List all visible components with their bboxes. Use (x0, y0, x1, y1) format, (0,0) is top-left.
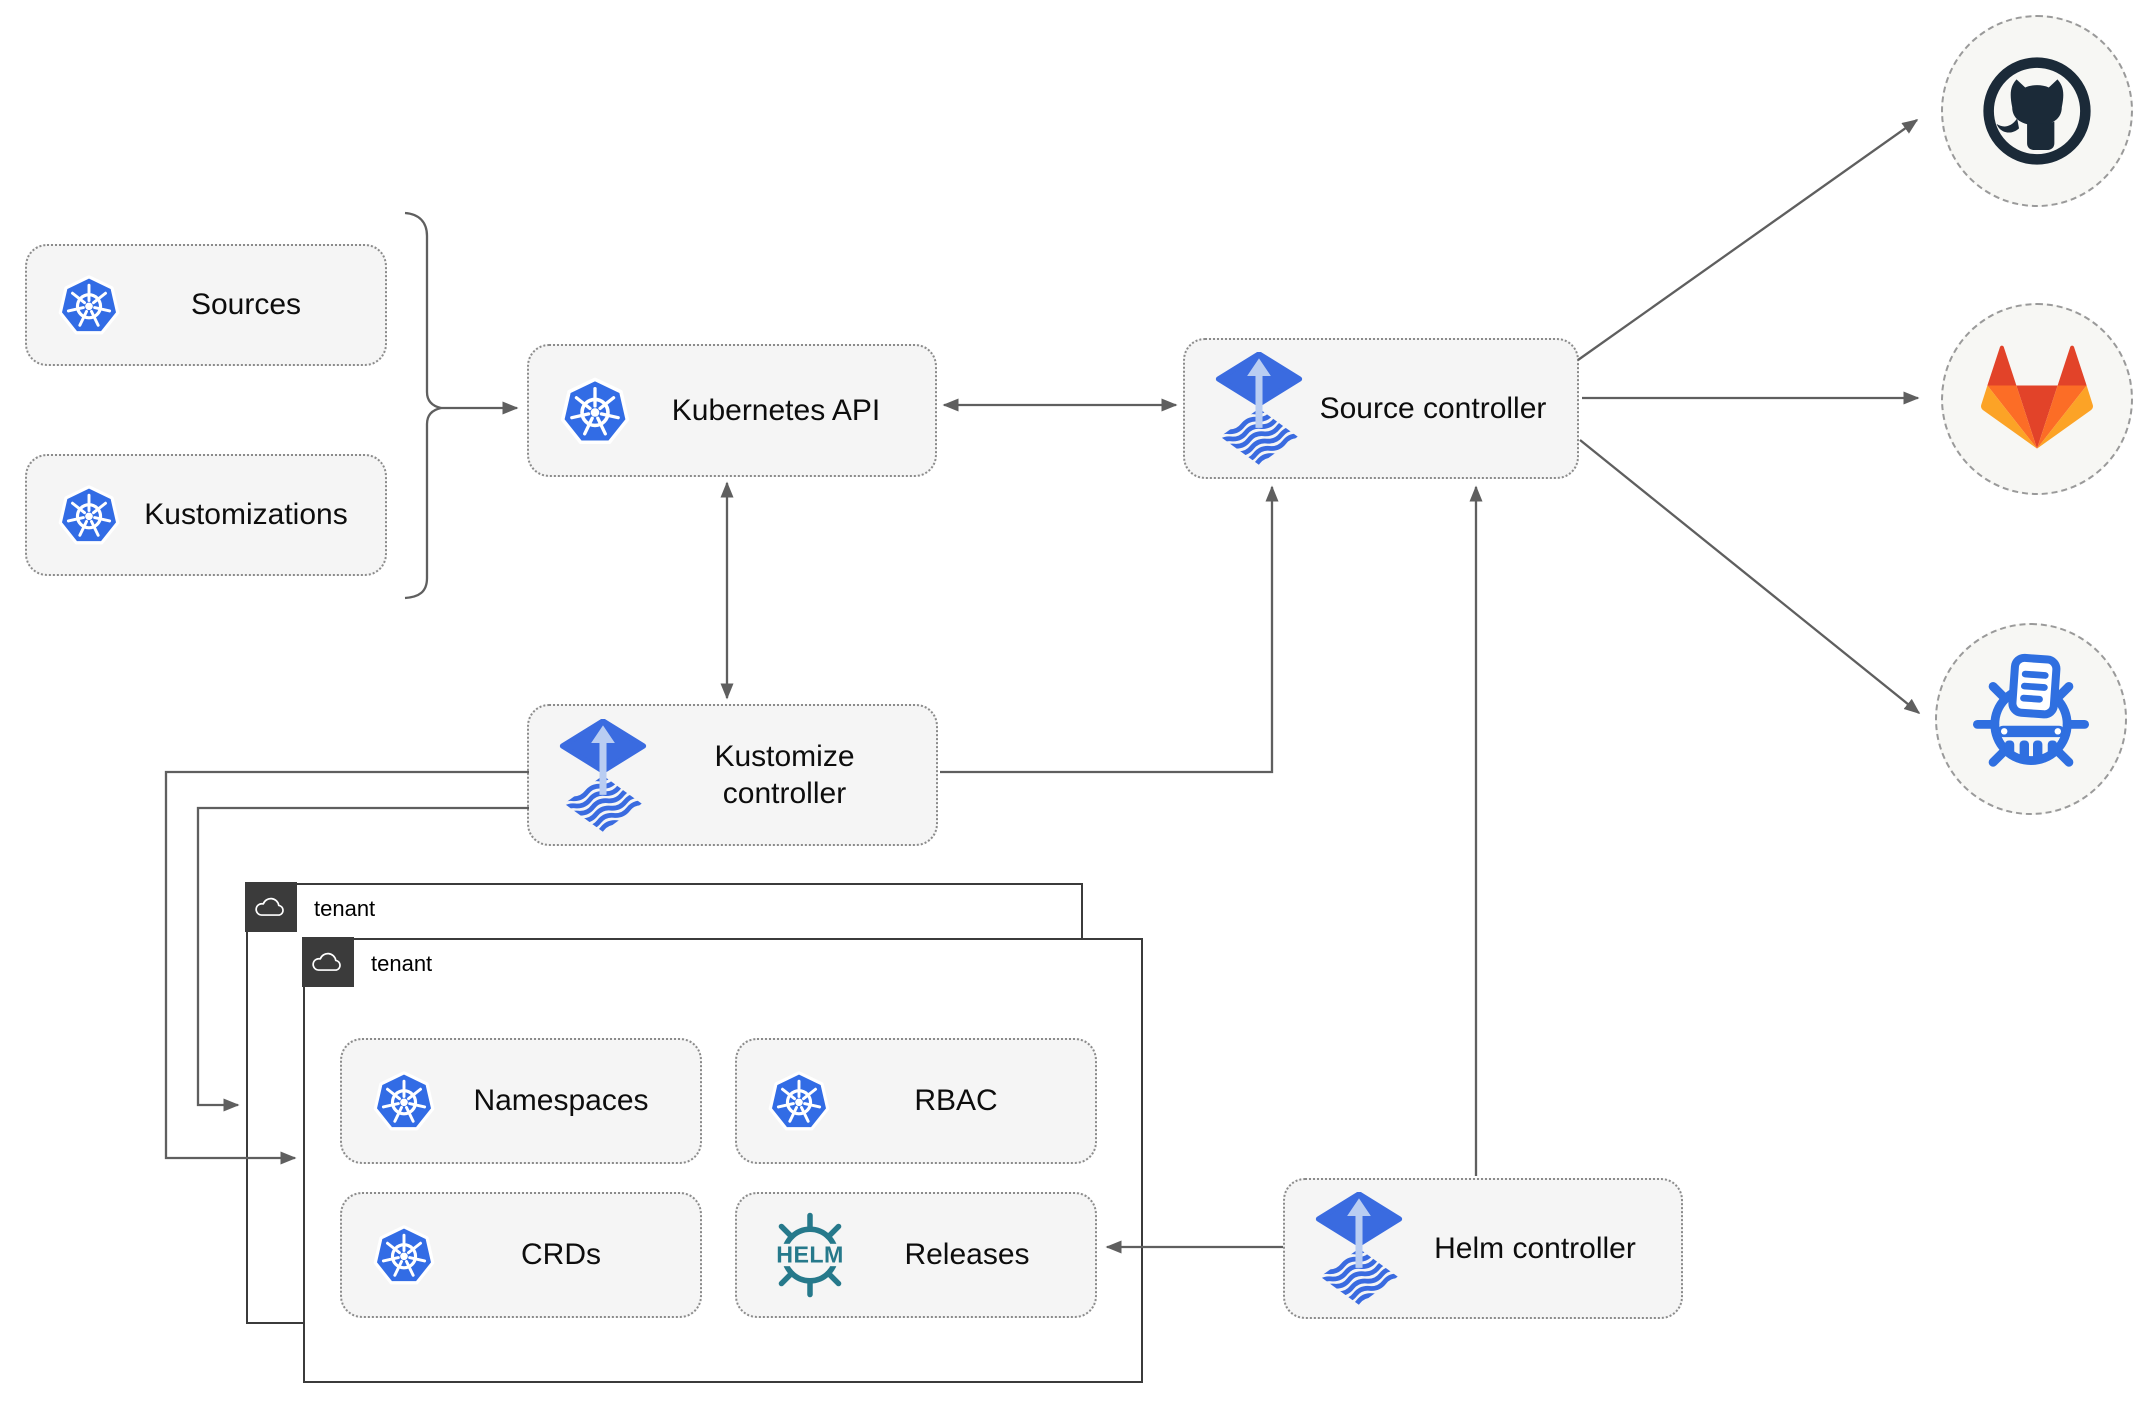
kubernetes-icon (57, 273, 121, 337)
tenant-label: tenant (314, 896, 376, 921)
node-label: Releases (904, 1238, 1030, 1272)
flux-icon (1215, 352, 1303, 465)
chartmuseum-icon (1964, 652, 2098, 786)
node-label: RBAC (914, 1084, 998, 1118)
node-label: Helm controller (1434, 1231, 1636, 1265)
helm-icon: HELM (767, 1212, 853, 1298)
node-sources: Sources (25, 244, 387, 366)
edge-bracket (404, 211, 442, 600)
node-label: Source controller (1319, 391, 1547, 425)
node-label: Kustomize controller (714, 739, 855, 811)
node-label: Namespaces (473, 1084, 649, 1118)
helm-wheel-text: HELM (776, 1242, 844, 1268)
tenant-tab (245, 882, 298, 933)
kubernetes-icon (767, 1069, 831, 1133)
endpoint-gitlab (1941, 303, 2133, 495)
cloud-icon (254, 896, 288, 919)
edge-sourcectrl-to-github (1577, 119, 1919, 361)
node-label: Kustomizations (144, 498, 348, 532)
flux-icon (559, 719, 647, 832)
node-rbac: RBAC (735, 1038, 1097, 1164)
node-helm-controller: Helm controller (1283, 1178, 1683, 1319)
node-kustomizations: Kustomizations (25, 454, 387, 576)
tenant-label: tenant (371, 951, 433, 976)
edge-kustomizectrl-to-sourcectrl (940, 485, 1279, 774)
endpoint-github (1941, 15, 2133, 207)
node-kubernetes-api: Kubernetes API (527, 344, 937, 477)
node-namespaces: Namespaces (340, 1038, 702, 1164)
kubernetes-icon (372, 1223, 436, 1287)
endpoint-helm-repository (1935, 623, 2127, 815)
cloud-icon (311, 951, 345, 974)
edge-sourcectrl-to-helmrepo (1579, 439, 1921, 714)
node-crds: CRDs (340, 1192, 702, 1318)
kubernetes-icon (57, 483, 121, 547)
node-source-controller: Source controller (1183, 338, 1579, 479)
kubernetes-icon (559, 375, 631, 447)
github-icon (1975, 49, 2099, 173)
node-label: Kubernetes API (671, 393, 881, 427)
node-kustomize-controller: Kustomize controller (527, 704, 938, 846)
tenant-tab (302, 937, 355, 988)
kubernetes-icon (372, 1069, 436, 1133)
gitlab-icon (1979, 341, 2095, 457)
flux-icon (1315, 1192, 1403, 1305)
node-label: CRDs (521, 1238, 601, 1272)
node-label: Sources (190, 288, 302, 322)
node-releases: HELM Releases (735, 1192, 1097, 1318)
